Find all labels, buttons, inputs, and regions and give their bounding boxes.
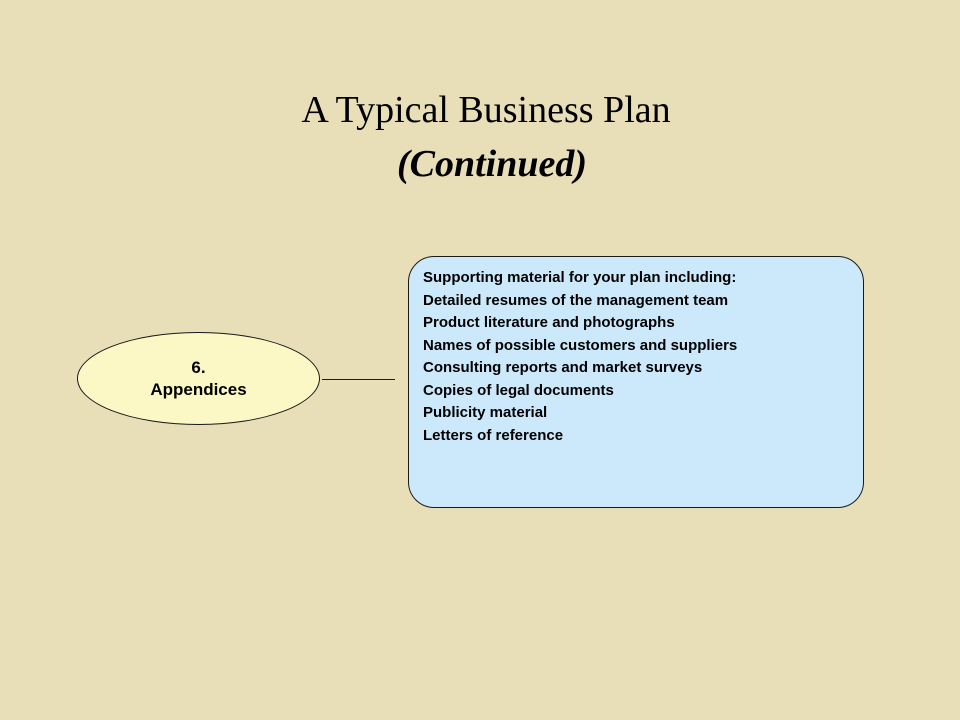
- slide-title: A Typical Business Plan: [301, 89, 671, 131]
- section-name: Appendices: [150, 379, 247, 399]
- details-item-reports: Consulting reports and market surveys: [423, 359, 703, 376]
- section-ellipse: 6. Appendices: [77, 332, 320, 425]
- connector-line: [322, 379, 395, 380]
- slide-subtitle: (Continued): [396, 143, 588, 185]
- details-box: Supporting material for your plan includ…: [408, 256, 864, 508]
- details-item-literature: Product literature and photographs: [423, 314, 675, 331]
- details-intro: Supporting material for your plan includ…: [423, 269, 737, 286]
- details-item-references: Letters of reference: [423, 426, 564, 444]
- details-item-resumes: Detailed resumes of the management team: [423, 291, 729, 309]
- details-item-legal: Copies of legal documents: [423, 381, 614, 399]
- details-item-customers: Names of possible customers and supplier…: [423, 336, 738, 354]
- section-number: 6.: [191, 357, 206, 377]
- details-item-publicity: Publicity material: [423, 404, 548, 421]
